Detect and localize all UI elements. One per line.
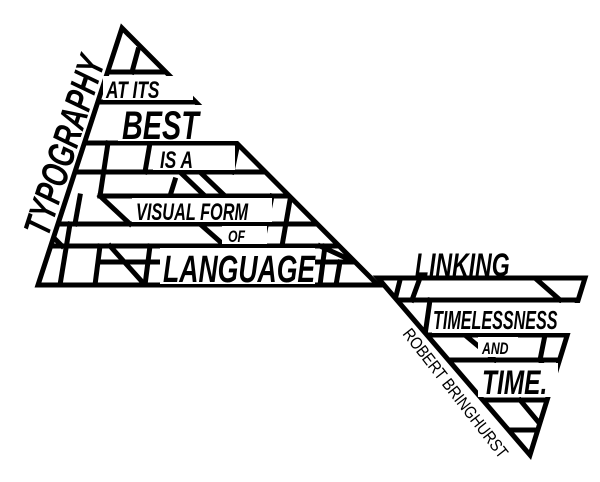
word-visual-form: VISUAL FORM	[136, 199, 249, 226]
word-backgrounds	[103, 76, 582, 397]
word-is-a: IS A	[160, 147, 193, 173]
left-triangle-outline	[34, 23, 385, 288]
word-best: BEST	[122, 103, 201, 148]
word-of: OF	[228, 228, 246, 246]
word-timelessness: TIMELESSNESS	[433, 305, 558, 335]
word-linking: LINKING	[415, 247, 510, 283]
word-and: AND	[481, 340, 509, 358]
word-at-its: AT ITS	[105, 77, 159, 103]
word-time: TIME.	[482, 364, 547, 402]
word-language: LANGUAGE	[163, 247, 316, 290]
